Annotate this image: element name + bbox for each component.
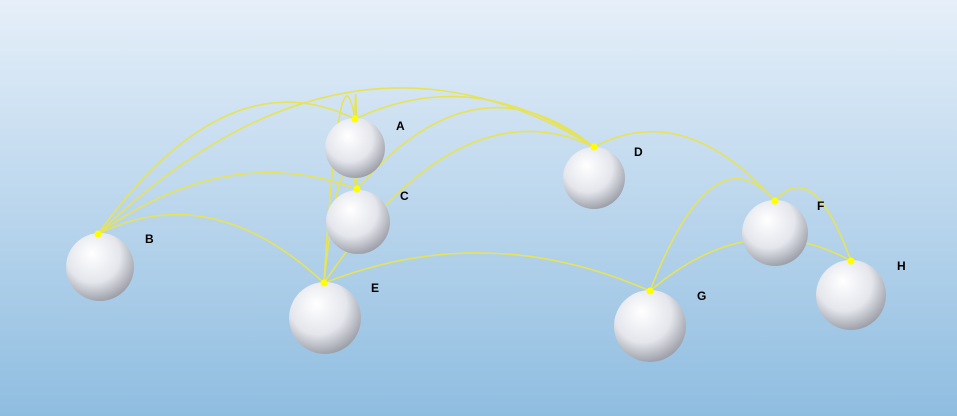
sphere-icon[interactable]: [563, 147, 625, 209]
node-label: C: [400, 189, 409, 203]
anchor-dot: [351, 115, 359, 123]
anchor-dot: [646, 287, 654, 295]
sphere-icon[interactable]: [816, 260, 886, 330]
node-f[interactable]: F: [742, 197, 824, 267]
sphere-icon[interactable]: [742, 200, 808, 266]
node-label: G: [697, 289, 706, 303]
node-h[interactable]: H: [816, 257, 906, 331]
edge-f-h: [774, 186, 852, 262]
node-b[interactable]: B: [66, 230, 154, 302]
edge-b-d: [97, 87, 595, 235]
edge-b-c: [97, 171, 358, 235]
edge-f-g: [649, 178, 776, 292]
sphere-icon[interactable]: [325, 118, 385, 178]
edge-d-f: [593, 130, 776, 202]
sphere-icon[interactable]: [289, 282, 361, 354]
node-label: E: [371, 281, 379, 295]
sphere-icon[interactable]: [66, 233, 134, 301]
node-label: F: [817, 199, 824, 213]
node-label: H: [897, 259, 906, 273]
anchor-dot: [353, 185, 361, 193]
edges-layer: [97, 87, 852, 292]
anchor-dot: [94, 230, 102, 238]
sphere-icon[interactable]: [614, 290, 686, 362]
node-c[interactable]: C: [326, 185, 409, 255]
node-e[interactable]: E: [289, 279, 379, 355]
node-label: D: [634, 145, 643, 159]
edge-a-d: [354, 95, 595, 148]
edge-b-a: [97, 101, 356, 235]
edge-c-d: [356, 106, 595, 190]
anchor-dot: [771, 197, 779, 205]
nodes-layer: A B C D E F G H: [66, 115, 906, 363]
node-g[interactable]: G: [614, 287, 706, 363]
anchor-dot: [320, 279, 328, 287]
node-label: A: [396, 119, 405, 133]
anchor-dot: [590, 143, 598, 151]
edge-e-g: [323, 252, 651, 292]
sphere-icon[interactable]: [326, 190, 390, 254]
node-a[interactable]: A: [325, 115, 405, 179]
edge-b-e: [97, 213, 325, 284]
node-label: B: [145, 232, 154, 246]
anchor-dot: [847, 257, 855, 265]
node-d[interactable]: D: [563, 143, 643, 210]
